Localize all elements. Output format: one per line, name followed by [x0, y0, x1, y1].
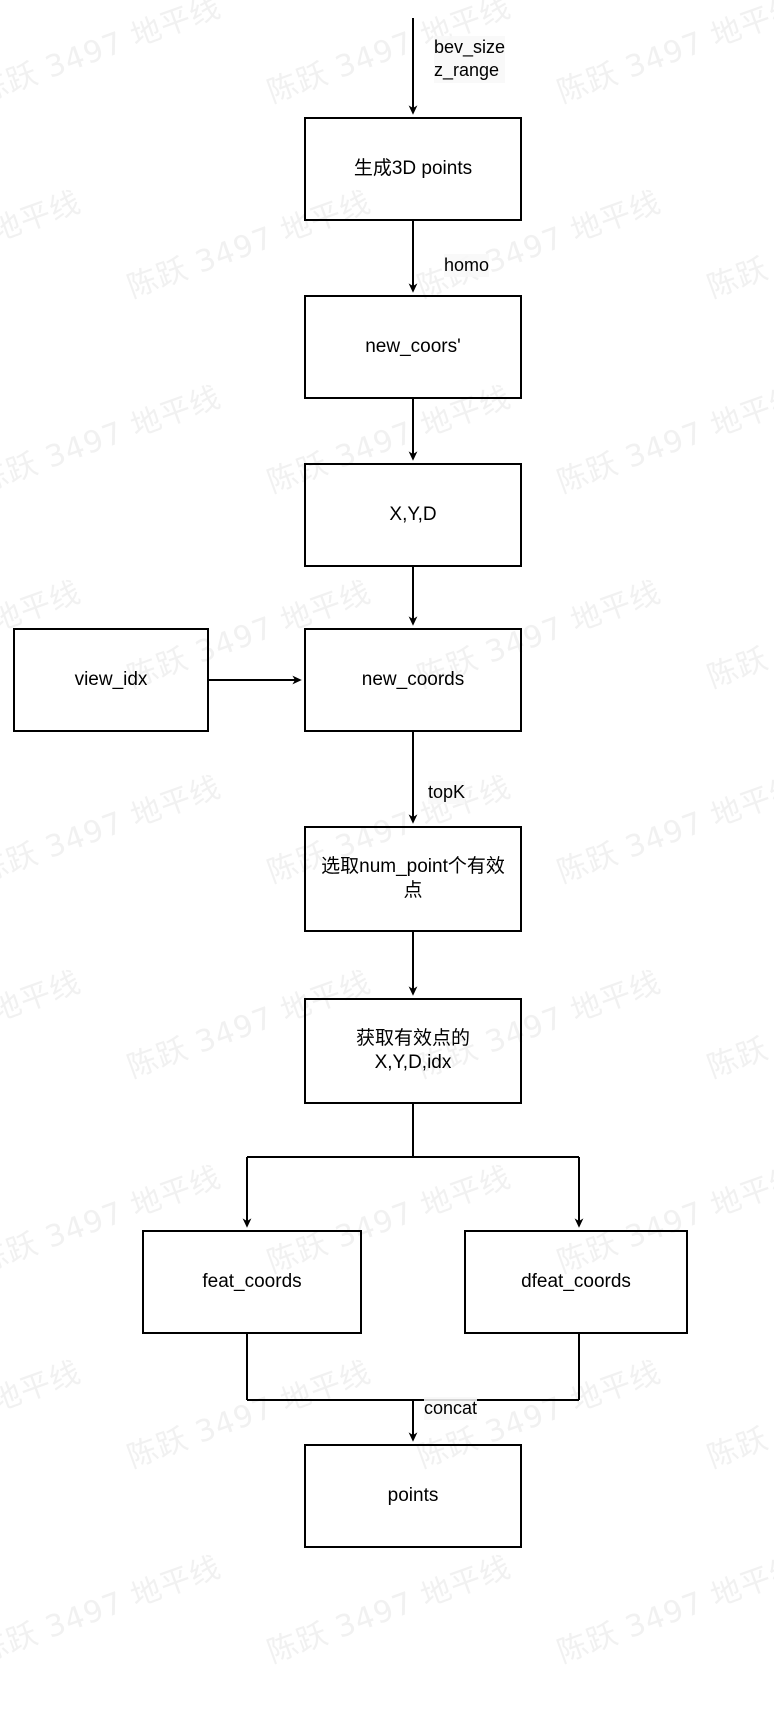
node-points[interactable]: points [304, 1444, 522, 1548]
node-new-coords[interactable]: new_coords [304, 628, 522, 732]
edge-label-homo: homo [444, 254, 490, 278]
node-label: new_coords [361, 668, 465, 690]
node-label: X,Y,D [389, 503, 437, 525]
node-label: feat_coords [202, 1270, 302, 1292]
edge-label-bev-size-z-range: bev_size z_range [434, 36, 506, 83]
node-feat-coords[interactable]: feat_coords [142, 1230, 362, 1334]
node-label: dfeat_coords [521, 1270, 631, 1292]
node-view-idx[interactable]: view_idx [13, 628, 209, 732]
node-dfeat-coords[interactable]: dfeat_coords [464, 1230, 688, 1334]
node-label: 生成3D points [353, 157, 473, 179]
node-label: new_coors' [365, 335, 461, 357]
node-new-coors-prime[interactable]: new_coors' [304, 295, 522, 399]
edge-label-concat: concat [424, 1397, 478, 1421]
node-xyd[interactable]: X,Y,D [304, 463, 522, 567]
node-get-valid-points-xydidx[interactable]: 获取有效点的 X,Y,D,idx [304, 998, 522, 1104]
edge-label-topk: topK [428, 781, 466, 805]
node-generate-3d-points[interactable]: 生成3D points [304, 117, 522, 221]
node-label: 获取有效点的 X,Y,D,idx [355, 1027, 470, 1073]
node-label: 选取num_point个有效点 [321, 855, 505, 901]
node-label: points [387, 1484, 439, 1506]
node-label: view_idx [74, 668, 148, 690]
node-select-num-point-valid[interactable]: 选取num_point个有效点 [304, 826, 522, 932]
